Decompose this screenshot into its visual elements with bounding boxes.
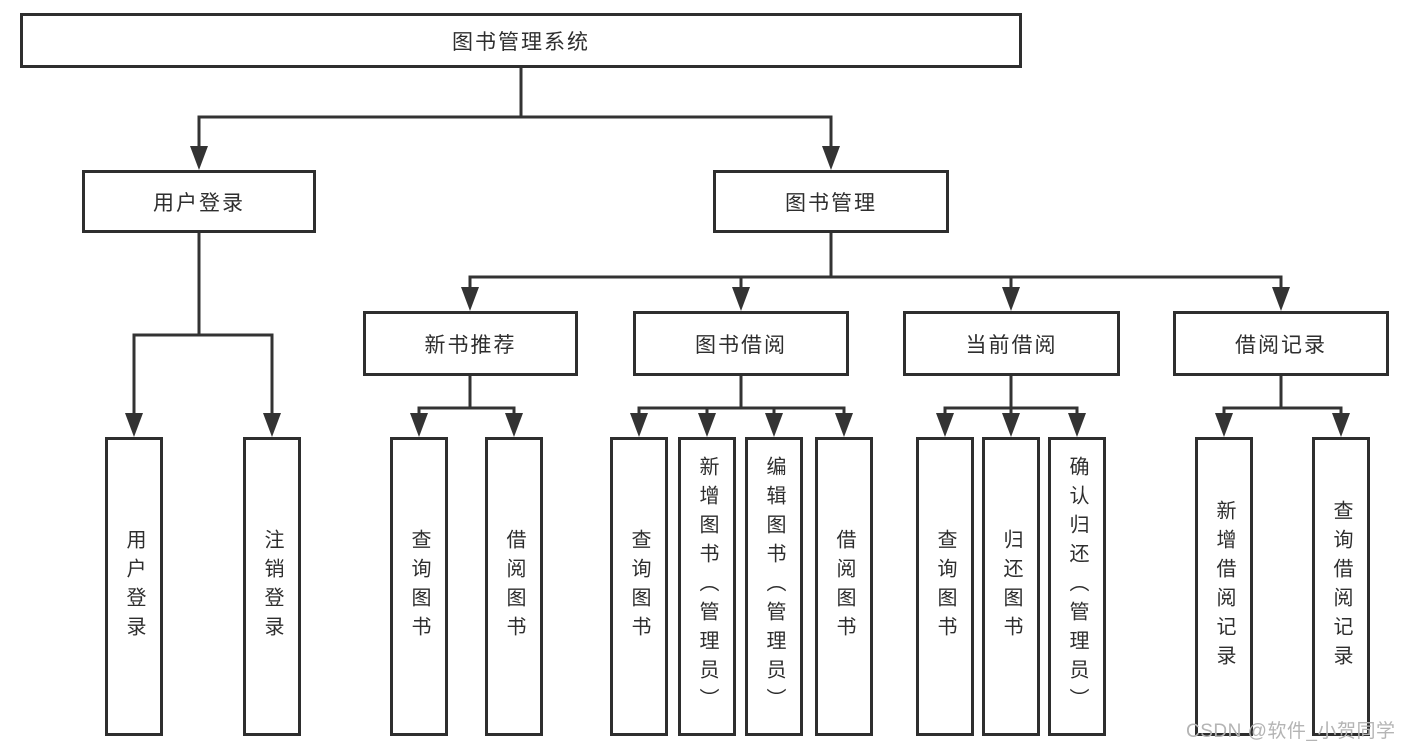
node-label: 编辑图书（管理员） xyxy=(763,456,785,717)
arrowhead-down xyxy=(732,287,750,311)
arrowhead-down xyxy=(835,413,853,437)
node-book-management: 图书管理 xyxy=(713,170,949,233)
connector-mgmt-bracket xyxy=(468,275,1283,289)
node-label: 新增借阅记录 xyxy=(1213,499,1235,674)
connector-login-bracket xyxy=(132,333,274,415)
leaf-add-books-admin: 新增图书（管理员） xyxy=(678,437,736,736)
watermark: CSDN @软件_小贺同学 xyxy=(1186,721,1396,742)
connector-record-bracket xyxy=(1222,406,1343,416)
leaf-return-books: 归还图书 xyxy=(982,437,1040,736)
node-label: 借阅图书 xyxy=(833,528,855,645)
arrowhead-down xyxy=(1002,413,1020,437)
node-current-borrow: 当前借阅 xyxy=(903,311,1120,376)
node-label: 借阅图书 xyxy=(503,528,525,645)
arrowhead-down xyxy=(461,287,479,311)
node-new-book-recommend: 新书推荐 xyxy=(363,311,578,376)
connector-borrow-bracket xyxy=(637,406,846,416)
node-label: 图书管理 xyxy=(785,191,877,215)
arrowhead-down xyxy=(505,413,523,437)
arrowhead-down xyxy=(125,413,143,437)
arrowhead-down xyxy=(190,146,208,170)
leaf-user-login: 用户登录 xyxy=(105,437,163,736)
leaf-add-borrow-record: 新增借阅记录 xyxy=(1195,437,1253,736)
node-label: 确认归还（管理员） xyxy=(1066,456,1088,717)
arrowhead-down xyxy=(263,413,281,437)
node-label: 归还图书 xyxy=(1000,528,1022,645)
node-label: 查询图书 xyxy=(408,528,430,645)
leaf-query-books: 查询图书 xyxy=(610,437,668,736)
arrowhead-down xyxy=(1215,413,1233,437)
node-label: 查询借阅记录 xyxy=(1330,499,1352,674)
arrowhead-down xyxy=(765,413,783,437)
node-label: 用户登录 xyxy=(153,191,245,215)
leaf-confirm-return-admin: 确认归还（管理员） xyxy=(1048,437,1106,736)
node-label: 当前借阅 xyxy=(965,333,1058,357)
node-label: 用户登录 xyxy=(123,528,145,645)
arrowhead-down xyxy=(1068,413,1086,437)
arrowhead-down xyxy=(410,413,428,437)
node-label: 新增图书（管理员） xyxy=(696,456,718,717)
leaf-edit-books-admin: 编辑图书（管理员） xyxy=(745,437,803,736)
node-user-login: 用户登录 xyxy=(82,170,316,233)
arrowhead-down xyxy=(1332,413,1350,437)
arrowhead-down xyxy=(936,413,954,437)
node-label: 图书管理系统 xyxy=(452,30,590,54)
arrowhead-down xyxy=(698,413,716,437)
leaf-borrow-books: 借阅图书 xyxy=(815,437,873,736)
leaf-logout: 注销登录 xyxy=(243,437,301,736)
node-label: 新书推荐 xyxy=(424,333,517,357)
node-borrow-record: 借阅记录 xyxy=(1173,311,1389,376)
leaf-query-borrow-record: 查询借阅记录 xyxy=(1312,437,1370,736)
node-label: 查询图书 xyxy=(934,528,956,645)
node-label: 借阅记录 xyxy=(1235,333,1327,357)
leaf-query-books: 查询图书 xyxy=(390,437,448,736)
node-label: 图书借阅 xyxy=(695,333,787,357)
arrowhead-down xyxy=(1272,287,1290,311)
leaf-query-books: 查询图书 xyxy=(916,437,974,736)
arrowhead-down xyxy=(1002,287,1020,311)
arrowhead-down xyxy=(630,413,648,437)
leaf-borrow-books: 借阅图书 xyxy=(485,437,543,736)
arrowhead-down xyxy=(822,146,840,170)
node-label: 注销登录 xyxy=(261,528,283,645)
node-label: 查询图书 xyxy=(628,528,650,645)
connector-rec-bracket xyxy=(417,406,516,416)
node-book-borrow: 图书借阅 xyxy=(633,311,849,376)
connector-root-bracket xyxy=(197,115,833,150)
node-library-system: 图书管理系统 xyxy=(20,13,1022,68)
